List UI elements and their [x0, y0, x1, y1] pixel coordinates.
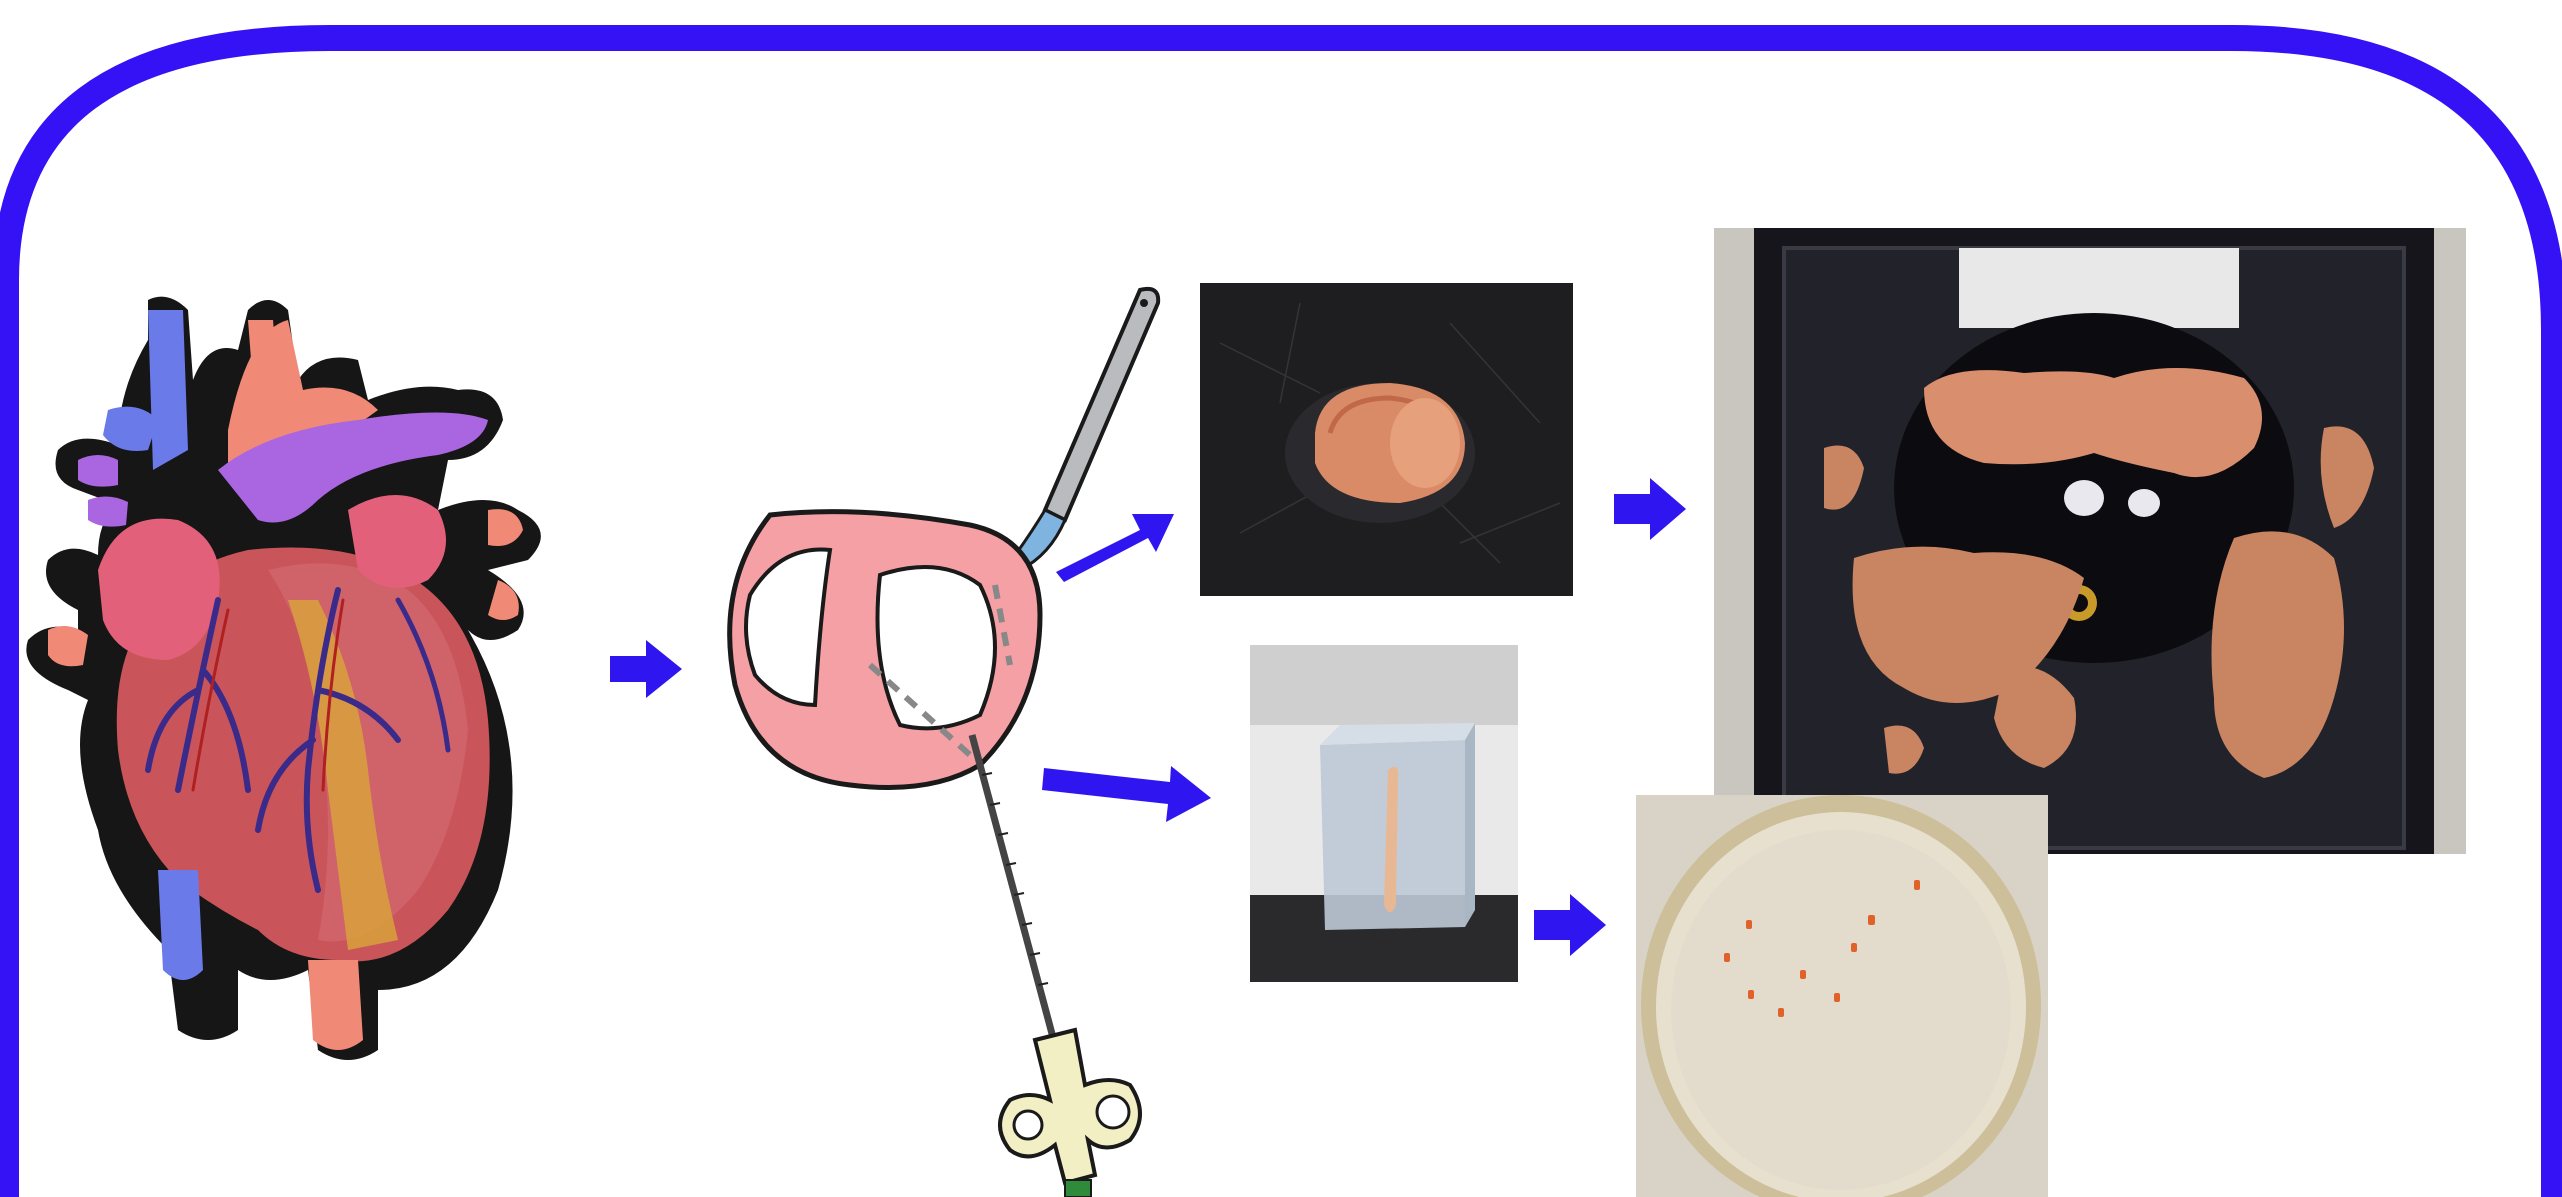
tissue-chunk-photo [1200, 283, 1573, 596]
right-arrow-icon [606, 636, 686, 702]
petri-dish-samples-photo [1636, 795, 2048, 1197]
right-arrow-icon [1610, 474, 1690, 544]
right-arrow-icon [1530, 890, 1610, 960]
right-arrow-icon [1050, 500, 1180, 590]
embedded-biopsy-photo [1250, 645, 1518, 982]
vibratome-slices-photo [1714, 228, 2466, 854]
right-arrow-icon [1040, 760, 1215, 830]
heart-cross-section-icon [710, 285, 1270, 1197]
heart-illustration-icon [18, 270, 578, 1080]
